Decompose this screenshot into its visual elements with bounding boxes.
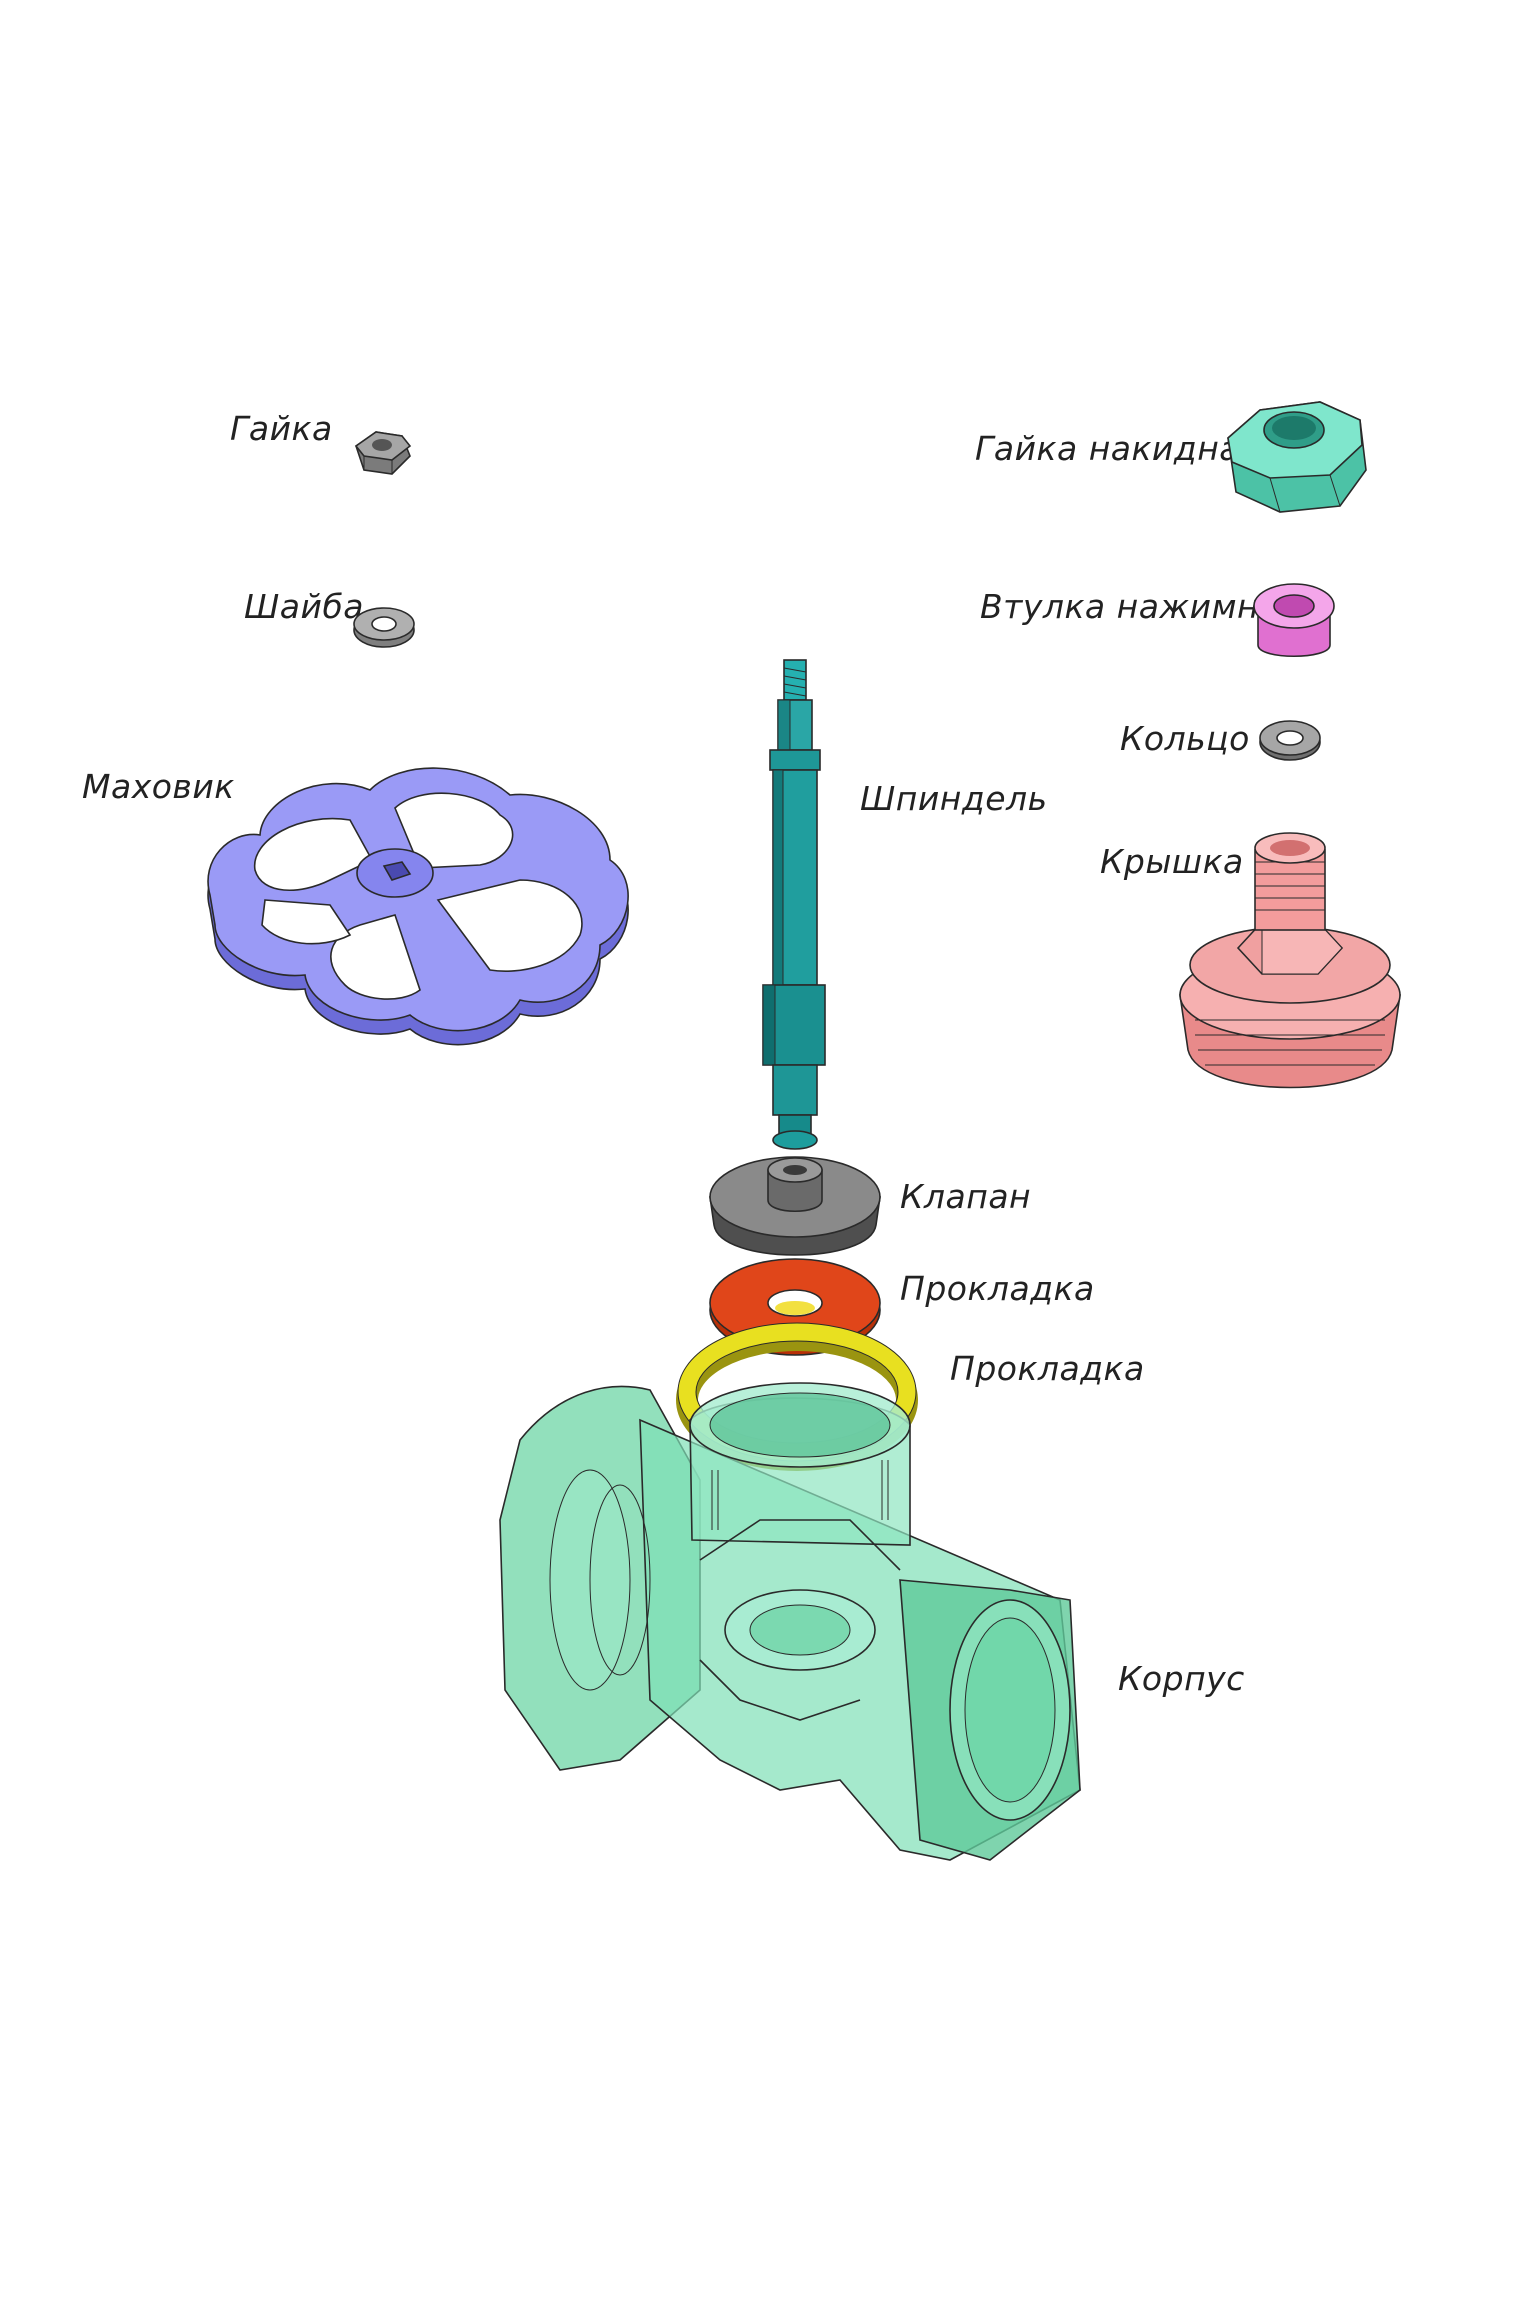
label-nut: Гайка [230, 409, 333, 448]
valve-part [709, 1156, 881, 1256]
label-gland-bush: Втулка нажимная [980, 587, 1300, 626]
washer-part [353, 607, 415, 648]
handwheel-part [207, 767, 629, 1046]
gland-bush-part [1253, 583, 1335, 657]
label-handwheel: Маховик [82, 767, 235, 806]
label-ring: Кольцо [1120, 719, 1250, 758]
cover-part [1179, 832, 1401, 1089]
label-valve: Клапан [900, 1177, 1031, 1216]
label-body: Корпус [1118, 1659, 1245, 1698]
body-part [499, 1382, 1081, 1861]
union-nut-part [1227, 401, 1367, 513]
label-gasket-1: Прокладка [900, 1269, 1095, 1308]
label-cover: Крышка [1100, 842, 1244, 881]
label-gasket-2: Прокладка [950, 1349, 1145, 1388]
nut-part [354, 431, 412, 475]
label-spindle: Шпиндель [860, 779, 1048, 818]
spindle-part [762, 659, 826, 1150]
ring-part [1259, 720, 1321, 761]
label-washer: Шайба [244, 587, 364, 626]
label-union-nut: Гайка накидная [975, 429, 1260, 468]
